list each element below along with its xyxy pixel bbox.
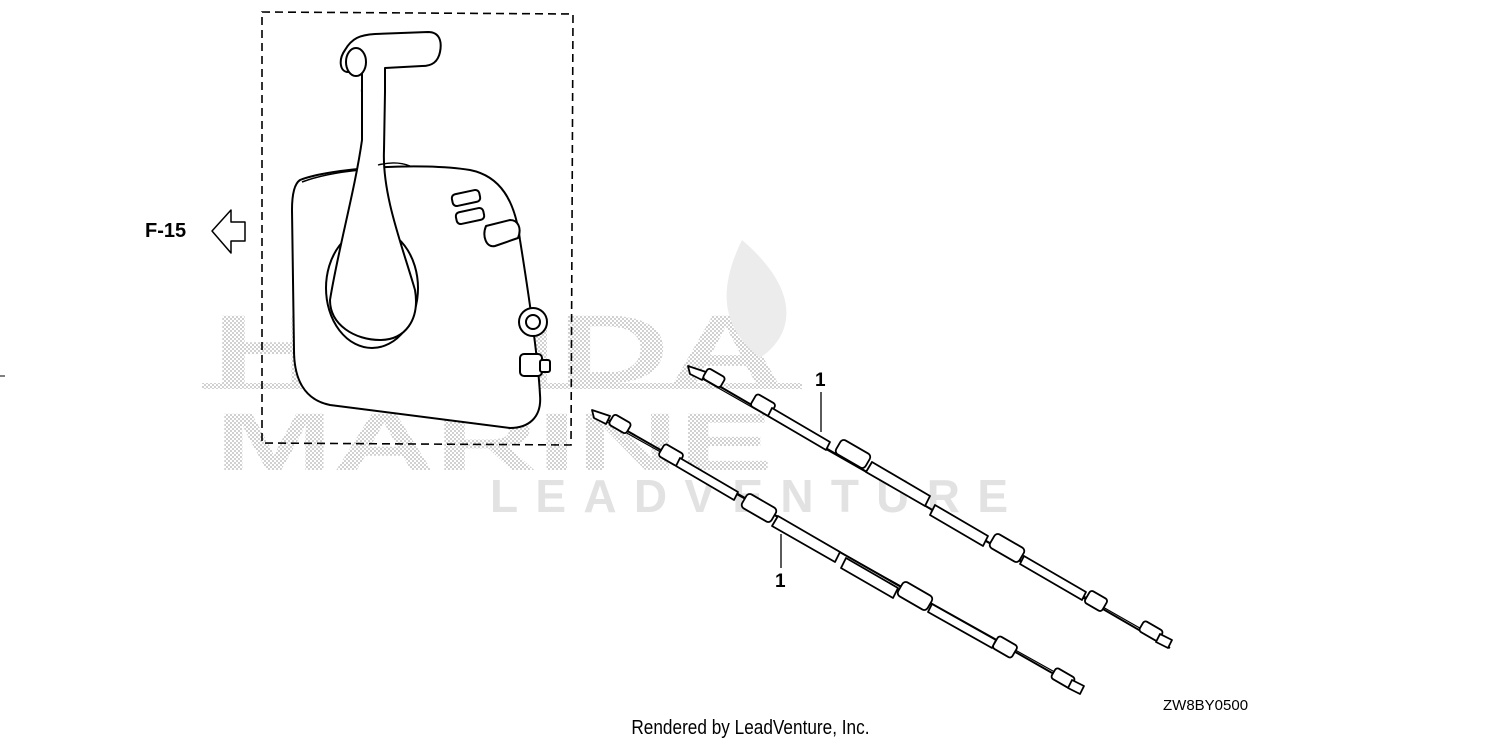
reference-label[interactable]: F-15	[145, 220, 187, 242]
lower-cable	[591, 409, 1085, 695]
assembly-dashed-box	[261, 11, 574, 446]
upper-cable	[687, 365, 1173, 649]
reference-arrow-icon	[211, 209, 246, 254]
footer-text: Rendered by LeadVenture, Inc.	[630, 717, 870, 739]
watermark-flame	[726, 240, 787, 358]
callout-number[interactable]: 1	[775, 571, 786, 592]
footer: Rendered by LeadVenture, Inc.	[0, 718, 1500, 738]
remote-control-box	[291, 31, 551, 429]
diagram-code: ZW8BY0500	[1163, 697, 1249, 714]
callout-number[interactable]: 1	[815, 370, 826, 391]
